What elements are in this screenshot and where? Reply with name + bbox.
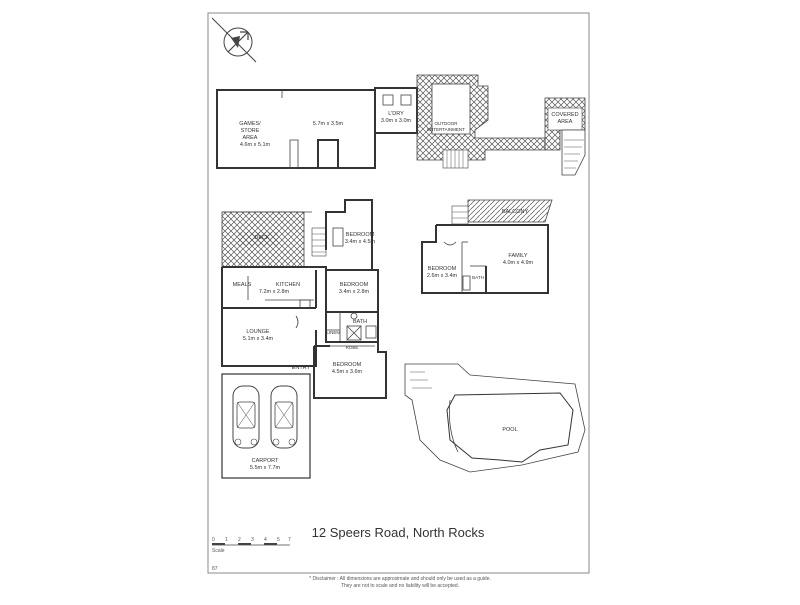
- games-room-name-3: AREA: [243, 135, 258, 141]
- carport: [221, 373, 311, 479]
- scale-tick-1: 1: [225, 537, 228, 543]
- games-room-name-2: STORE: [241, 128, 260, 134]
- outdoor-name: OUTDOOR: [435, 121, 459, 126]
- sheet-border: [207, 12, 590, 574]
- meals-name: MEALS: [233, 282, 252, 288]
- games-room-dim: 4.6m x 5.1m: [240, 142, 271, 148]
- bath-2-name: BATH: [472, 275, 484, 280]
- disclaimer-line-1: * Disclaimer : All dimensions are approx…: [309, 576, 491, 582]
- bedroom-3-name: BEDROOM: [333, 362, 362, 368]
- scale-tick-5: 5: [277, 537, 280, 543]
- covered-area-name: COVERED: [551, 112, 578, 118]
- north-arrow-icon: [211, 17, 257, 63]
- linen-name: LINEN: [326, 330, 339, 335]
- games-room-name: GAMES/: [239, 121, 261, 127]
- covered-area-name-2: AREA: [558, 119, 573, 125]
- car-icon: [232, 385, 260, 449]
- bedroom-4-dim: 2.6m x 3.4m: [427, 273, 458, 279]
- deck-name: DECK: [254, 235, 270, 241]
- entry-name: ENTRY: [292, 365, 311, 371]
- scale-bar: 0 1 2 3 4 5 7 Scale: [212, 537, 291, 554]
- laundry-dim: 3.0m x 3.0m: [381, 118, 412, 124]
- lounge-name: LOUNGE: [246, 329, 270, 335]
- carport-name: CARPORT: [252, 458, 279, 464]
- reference-code: 87: [212, 566, 218, 572]
- family-dim: 4.0m x 4.9m: [503, 260, 534, 266]
- bedroom-2-dim: 3.4m x 2.8m: [339, 289, 370, 295]
- disclaimer-line-2: They are not to scale and no liability w…: [341, 583, 459, 589]
- scale-tick-0: 0: [212, 537, 215, 543]
- lounge-dim: 5.1m x 3.4m: [243, 336, 274, 342]
- main-level-plan: DECK BEDROOM 3.4m x 4.5m MEALS KITCHEN 7…: [221, 199, 387, 479]
- bedroom-2-name: BEDROOM: [340, 282, 369, 288]
- carport-dim: 5.5m x 7.7m: [250, 465, 281, 471]
- bedroom-4-name: BEDROOM: [428, 266, 457, 272]
- laundry-name: L'DRY: [388, 111, 404, 117]
- outdoor-name-2: ENTERTAINMENT: [427, 127, 465, 132]
- upper-level-plan: BALCONY FAMILY 4.0m x 4.9m BEDROOM 2.6m …: [421, 199, 553, 294]
- scale-tick-3: 3: [251, 537, 254, 543]
- bedroom-3-dim: 4.5m x 3.6m: [332, 369, 363, 375]
- balcony-name: BALCONY: [502, 209, 529, 215]
- scale-label: Scale: [212, 548, 225, 554]
- kitchen-name: KITCHEN: [276, 282, 300, 288]
- robe-name: ROBE: [346, 345, 359, 350]
- address-title: 12 Speers Road, North Rocks: [312, 525, 485, 540]
- car-icon: [270, 385, 298, 449]
- games-room-dim-2: 5.7m x 3.5m: [313, 121, 344, 127]
- bath-name: BATH: [353, 319, 367, 325]
- family-name: FAMILY: [508, 253, 527, 259]
- bedroom-1-dim: 3.4m x 4.5m: [345, 239, 376, 245]
- scale-tick-7: 7: [288, 537, 291, 543]
- scale-tick-4: 4: [264, 537, 267, 543]
- pool-area: POOL: [404, 363, 586, 473]
- bedroom-1-name: BEDROOM: [346, 232, 375, 238]
- lower-level-plan: GAMES/ STORE AREA 4.6m x 5.1m 5.7m x 3.5…: [216, 74, 586, 176]
- kitchen-dim: 7.2m x 2.8m: [259, 289, 290, 295]
- scale-tick-2: 2: [238, 537, 241, 543]
- pool-name: POOL: [502, 427, 517, 433]
